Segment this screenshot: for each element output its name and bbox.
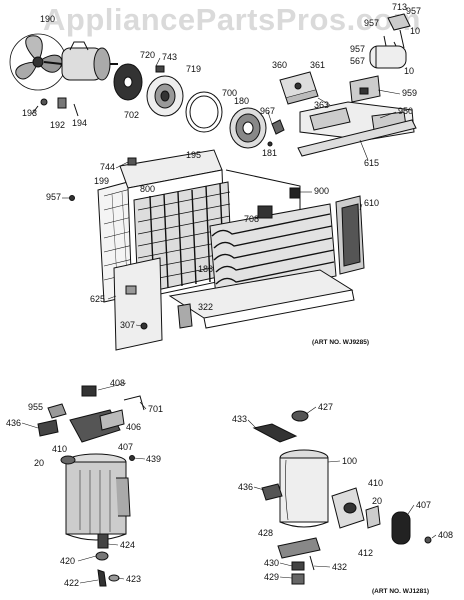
part-label: 957 (406, 6, 421, 16)
small-parts-main (69, 157, 301, 329)
part-label: 702 (124, 110, 139, 120)
part-label: 408 (438, 530, 453, 540)
motor-mount-hardware (31, 97, 79, 117)
part-label: 100 (342, 456, 357, 466)
part-label: 625 (90, 294, 105, 304)
cap-bracket (387, 13, 411, 49)
part-label: 713 (392, 2, 407, 12)
part-label: 322 (198, 302, 213, 312)
scroll-ring (185, 91, 223, 133)
grommets-left (60, 455, 135, 587)
blower-wheel-small (146, 75, 184, 117)
part-label: 360 (272, 60, 287, 70)
part-label: 701 (148, 404, 163, 414)
part-label: 180 (234, 96, 249, 106)
part-label: 428 (258, 528, 273, 538)
part-label: 436 (238, 482, 253, 492)
part-label: 408 (110, 378, 125, 388)
part-label: 186 (198, 264, 213, 274)
part-label: 959 (402, 88, 417, 98)
watermark-text: AppliancePartsPros.com (43, 2, 421, 37)
part-label: 407 (118, 442, 133, 452)
part-label: 407 (416, 500, 431, 510)
control-box-bracket (297, 119, 417, 157)
part-label: 422 (64, 578, 79, 588)
part-label: 430 (264, 558, 279, 568)
part-label: 363 (314, 100, 329, 110)
art-number-bottom: (ART NO. WJ1281) (372, 588, 429, 595)
part-label: 424 (120, 540, 135, 550)
base-pan (168, 269, 355, 329)
part-label: 190 (40, 14, 55, 24)
leader-lines (21, 57, 437, 584)
part-label: 199 (94, 176, 109, 186)
part-label: 700 (222, 88, 237, 98)
part-label: 406 (126, 422, 141, 432)
part-label: 427 (318, 402, 333, 412)
part-label: 410 (52, 444, 67, 454)
part-label: 610 (364, 198, 379, 208)
overload-cover-left (37, 385, 145, 443)
part-label: 800 (140, 184, 155, 194)
part-label: 420 (60, 556, 75, 566)
part-label: 307 (120, 320, 135, 330)
part-label: 744 (100, 162, 115, 172)
part-label: 361 (310, 60, 325, 70)
part-label: 615 (364, 158, 379, 168)
compressor-parts-right (252, 410, 432, 585)
bracket-parts (155, 65, 299, 147)
part-label: 20 (372, 496, 382, 506)
thermostat (349, 75, 381, 103)
part-labels: 190 193 192 194 720 743 719 702 700 180 … (6, 2, 453, 588)
part-label: 10 (404, 66, 414, 76)
part-label: 957 (350, 44, 365, 54)
part-label: 429 (264, 572, 279, 582)
part-label: 957 (364, 18, 379, 28)
part-label: 194 (72, 118, 87, 128)
part-label: 423 (126, 574, 141, 584)
part-label: 193 (22, 108, 37, 118)
fan-motor (43, 41, 118, 81)
part-label: 410 (368, 478, 383, 488)
part-label: 743 (162, 52, 177, 62)
part-label: 950 (398, 106, 413, 116)
capacitor (369, 35, 407, 69)
part-label: 957 (46, 192, 61, 202)
blower-wheel (229, 107, 267, 149)
part-label: 181 (262, 148, 277, 158)
part-label: 955 (28, 402, 43, 412)
part-label: 719 (186, 64, 201, 74)
compressor-right (279, 449, 329, 528)
part-label: 567 (350, 56, 365, 66)
part-label: 436 (6, 418, 21, 428)
part-label: 192 (50, 120, 65, 130)
part-label: 432 (332, 562, 347, 572)
fan-blade (9, 33, 67, 91)
part-label: 20 (34, 458, 44, 468)
control-switch (279, 71, 319, 105)
part-label: 900 (314, 186, 329, 196)
part-label: 720 (140, 50, 155, 60)
orifice-panel (113, 257, 163, 351)
compressor-left (65, 453, 131, 541)
part-label: 195 (186, 150, 201, 160)
art-number-top: (ART NO. WJ9285) (312, 339, 369, 346)
part-label: 708 (244, 214, 259, 224)
part-label: 412 (358, 548, 373, 558)
air-deflector (335, 195, 365, 275)
part-label: 10 (410, 26, 420, 36)
part-label: 439 (146, 454, 161, 464)
part-label: 967 (260, 106, 275, 116)
part-label: 433 (232, 414, 247, 424)
slinger-disc (113, 63, 143, 101)
